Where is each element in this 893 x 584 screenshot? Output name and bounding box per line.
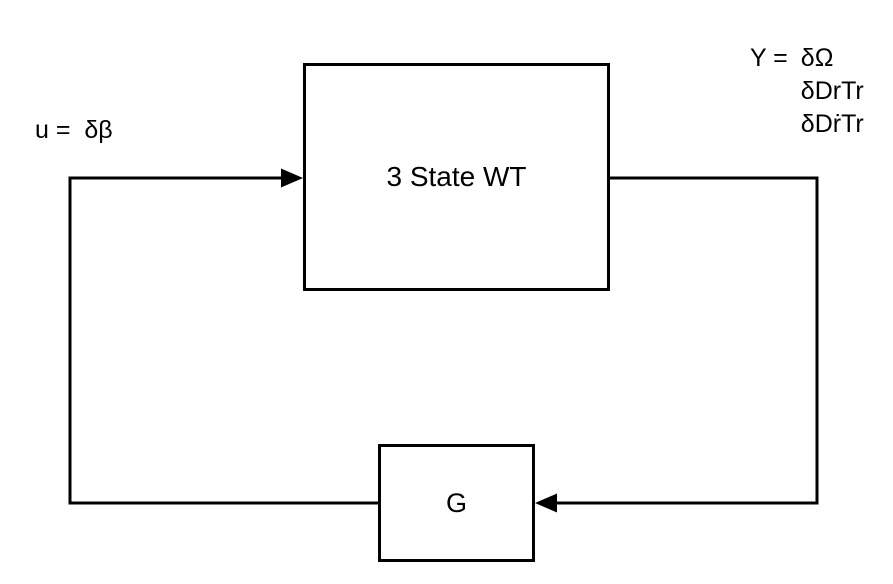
feedback-path: [68, 176, 378, 505]
plant-block-label: 3 State WT: [386, 161, 527, 192]
input-signal-label: u = δβ: [35, 116, 113, 144]
output-label-prefix: Y =: [750, 44, 788, 72]
plant-block: 3 State WT: [303, 63, 610, 291]
output-value-drtr-dot: δDṙTr: [800, 110, 864, 138]
output-value-speed: δΩ: [800, 44, 834, 72]
feedback-gain-label: G: [445, 487, 467, 518]
gain-input-arrowhead: [535, 493, 557, 513]
output-signal-values: δΩ δDrTr δDṙTr: [801, 42, 864, 141]
output-value-drtr: δDrTr: [800, 77, 864, 105]
output-signal-label: Y = δΩ δDrTr δDṙTr: [750, 42, 864, 141]
feedback-gain-block: G: [378, 444, 535, 562]
output-path: [556, 176, 819, 505]
plant-input-arrowhead: [281, 168, 303, 188]
